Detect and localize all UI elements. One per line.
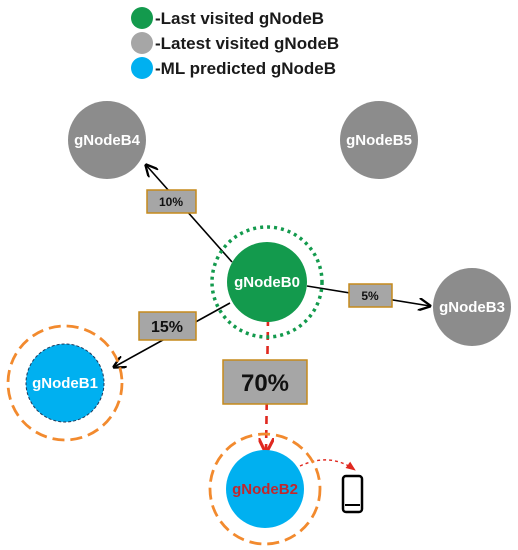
pct-box-b2: 70% [222, 359, 308, 405]
node-gnodeb0-ring [210, 225, 324, 339]
edge-b2-to-device [299, 459, 356, 471]
node-gnodeb5-circle [340, 101, 418, 179]
pct-box-b3: 5% [348, 283, 393, 308]
node-gnodeb4: gNodeB4 [68, 101, 146, 179]
node-gnodeb0-label: gNodeB0 [234, 274, 300, 291]
node-gnodeb2-ring [208, 432, 322, 546]
legend: -Last visited gNodeB -Latest visited gNo… [131, 7, 339, 79]
node-gnodeb1-label: gNodeB1 [32, 375, 98, 392]
pct-box-b1-rect [138, 311, 197, 341]
node-gnodeb3: gNodeB3 [433, 268, 511, 346]
node-gnodeb3-circle [433, 268, 511, 346]
pct-box-b2-rect [222, 359, 308, 405]
node-gnodeb1-circle [25, 343, 105, 423]
pct-box-b1-label: 15% [151, 319, 183, 336]
node-gnodeb0-circle [227, 242, 307, 322]
node-gnodeb5: gNodeB5 [340, 101, 418, 179]
node-gnodeb5-label: gNodeB5 [346, 132, 412, 149]
pct-box-b4-rect [146, 189, 197, 214]
legend-item-ml-predicted: -ML predicted gNodeB [131, 57, 336, 79]
node-gnodeb2: gNodeB2 [208, 432, 322, 546]
legend-swatch-last-visited [131, 7, 153, 29]
pct-box-b3-rect [348, 283, 393, 308]
legend-label-ml-predicted: -ML predicted gNodeB [155, 59, 336, 78]
legend-swatch-ml-predicted [131, 57, 153, 79]
node-gnodeb1: gNodeB1 [6, 324, 124, 442]
node-gnodeb1-ring [6, 324, 124, 442]
node-gnodeb4-circle [68, 101, 146, 179]
legend-label-latest-visited: -Latest visited gNodeB [155, 34, 339, 53]
legend-swatch-latest-visited [131, 32, 153, 54]
node-gnodeb0: gNodeB0 [210, 225, 324, 339]
node-gnodeb2-circle [226, 450, 304, 528]
mobile-phone-body [341, 474, 364, 514]
pct-box-b1: 15% [138, 311, 197, 341]
legend-item-last-visited: -Last visited gNodeB [131, 7, 324, 29]
node-gnodeb2-label: gNodeB2 [232, 481, 298, 498]
legend-label-last-visited: -Last visited gNodeB [155, 9, 324, 28]
pct-box-b4-label: 10% [159, 195, 183, 209]
pct-box-b3-label: 5% [361, 289, 379, 303]
node-gnodeb4-label: gNodeB4 [74, 132, 140, 149]
pct-box-b4: 10% [146, 189, 197, 214]
legend-item-latest-visited: -Latest visited gNodeB [131, 32, 339, 54]
pct-box-b2-label: 70% [241, 370, 289, 397]
mobile-phone-icon [341, 474, 364, 514]
node-gnodeb3-label: gNodeB3 [439, 299, 505, 316]
